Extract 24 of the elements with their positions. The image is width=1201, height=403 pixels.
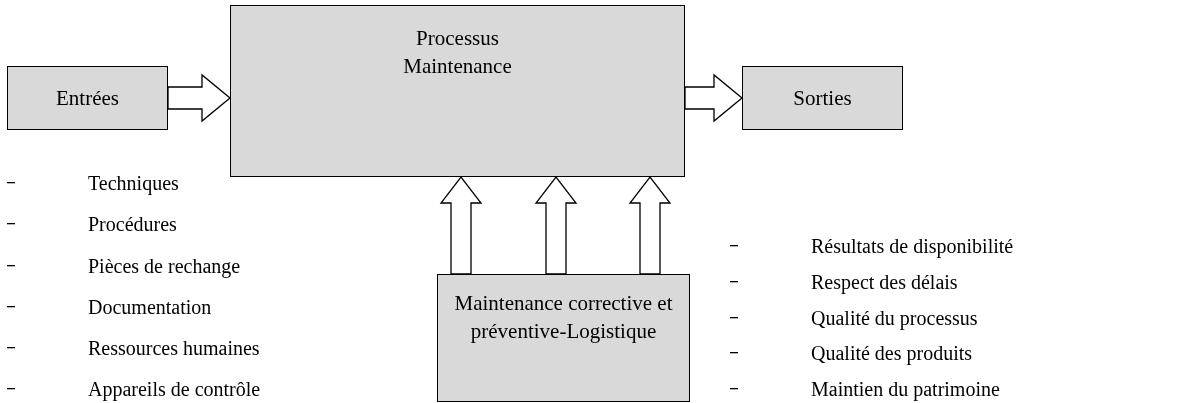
list-item: Techniques <box>88 171 179 195</box>
process-box <box>437 274 690 402</box>
list-item: Respect des délais <box>811 270 958 294</box>
block-arrow <box>628 175 672 275</box>
list-item: Qualité des produits <box>811 341 973 365</box>
list-item: Documentation <box>88 295 212 319</box>
list-item: Maintien du patrimoine <box>811 377 1000 401</box>
list-item: Ressources humaines <box>88 336 260 360</box>
box-text: Entrées <box>56 85 119 112</box>
box-text: Maintenance corrective et préventive-Logistique <box>453 290 674 345</box>
block-arrow <box>534 175 578 275</box>
list-item: Pièces de rechange <box>88 254 241 278</box>
block-arrow <box>167 73 232 123</box>
box-text: Processus Maintenance <box>402 25 513 80</box>
block-arrow <box>684 73 744 123</box>
list-item: Qualité du processus <box>811 306 978 330</box>
list-item: Appareils de contrôle <box>88 377 261 401</box>
block-arrow <box>439 175 483 275</box>
list-item: Résultats de disponibilité <box>811 234 1014 258</box>
box-text: Sorties <box>793 85 852 112</box>
process-box <box>7 66 168 130</box>
process-box <box>230 5 685 177</box>
list-item: Procédures <box>88 212 177 236</box>
process-box <box>742 66 903 130</box>
